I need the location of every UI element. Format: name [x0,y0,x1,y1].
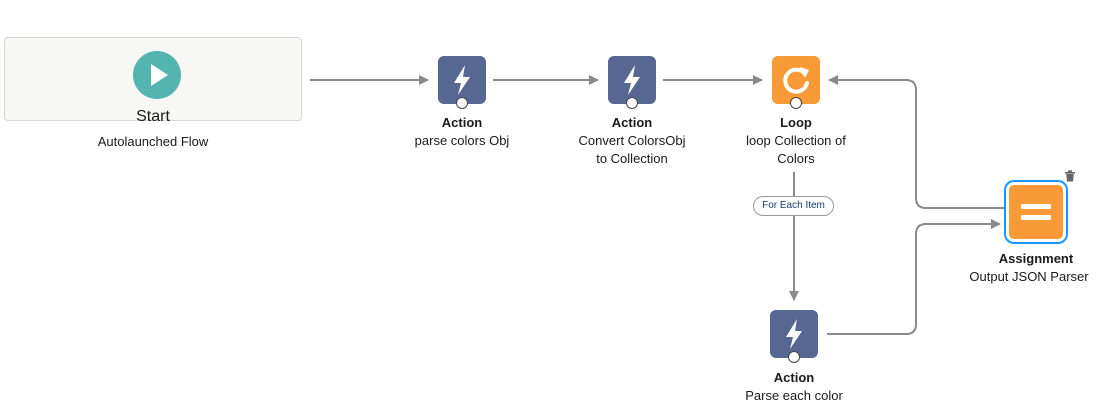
loop-icon [783,67,809,94]
node-label-line: Parse each color [745,388,843,403]
connector-action3-to-assignment[interactable] [827,219,1001,335]
node-label-line: Convert ColorsObj [578,133,686,148]
start-subtitle: Autolaunched Flow [97,134,209,149]
action-convert-colors-node[interactable] [608,56,656,104]
equals-icon [1021,204,1051,220]
node-type-label: Assignment [998,251,1074,266]
action-parse-each-color-node[interactable] [770,310,818,358]
action-parse-colors-node[interactable] [438,56,486,104]
connector-port[interactable] [626,97,638,109]
node-label-line: parse colors Obj [414,133,510,148]
play-icon [133,51,181,99]
lightning-icon [624,65,640,95]
lightning-icon [454,65,470,95]
start-element[interactable]: Start Autolaunched Flow [4,37,302,149]
connector-port[interactable] [790,97,802,109]
node-label-line: Colors [777,151,815,166]
node-type-label: Action [611,115,653,130]
for-each-item-badge[interactable]: For Each Item [753,196,834,216]
node-type-label: Action [773,370,815,385]
start-title: Start [136,108,170,125]
node-label-line: loop Collection of [746,133,846,148]
node-label-line: Output JSON Parser [969,269,1089,284]
node-label-line: to Collection [596,151,668,166]
connector-port[interactable] [456,97,468,109]
connector-assignment-back-to-loop[interactable] [828,75,1006,209]
node-type-label: Action [441,115,483,130]
trash-icon[interactable] [1064,170,1076,182]
loop-node[interactable] [772,56,820,104]
assignment-node[interactable] [1006,182,1066,242]
node-type-label: Loop [780,115,812,130]
lightning-icon [786,319,802,349]
connector-port[interactable] [788,351,800,363]
